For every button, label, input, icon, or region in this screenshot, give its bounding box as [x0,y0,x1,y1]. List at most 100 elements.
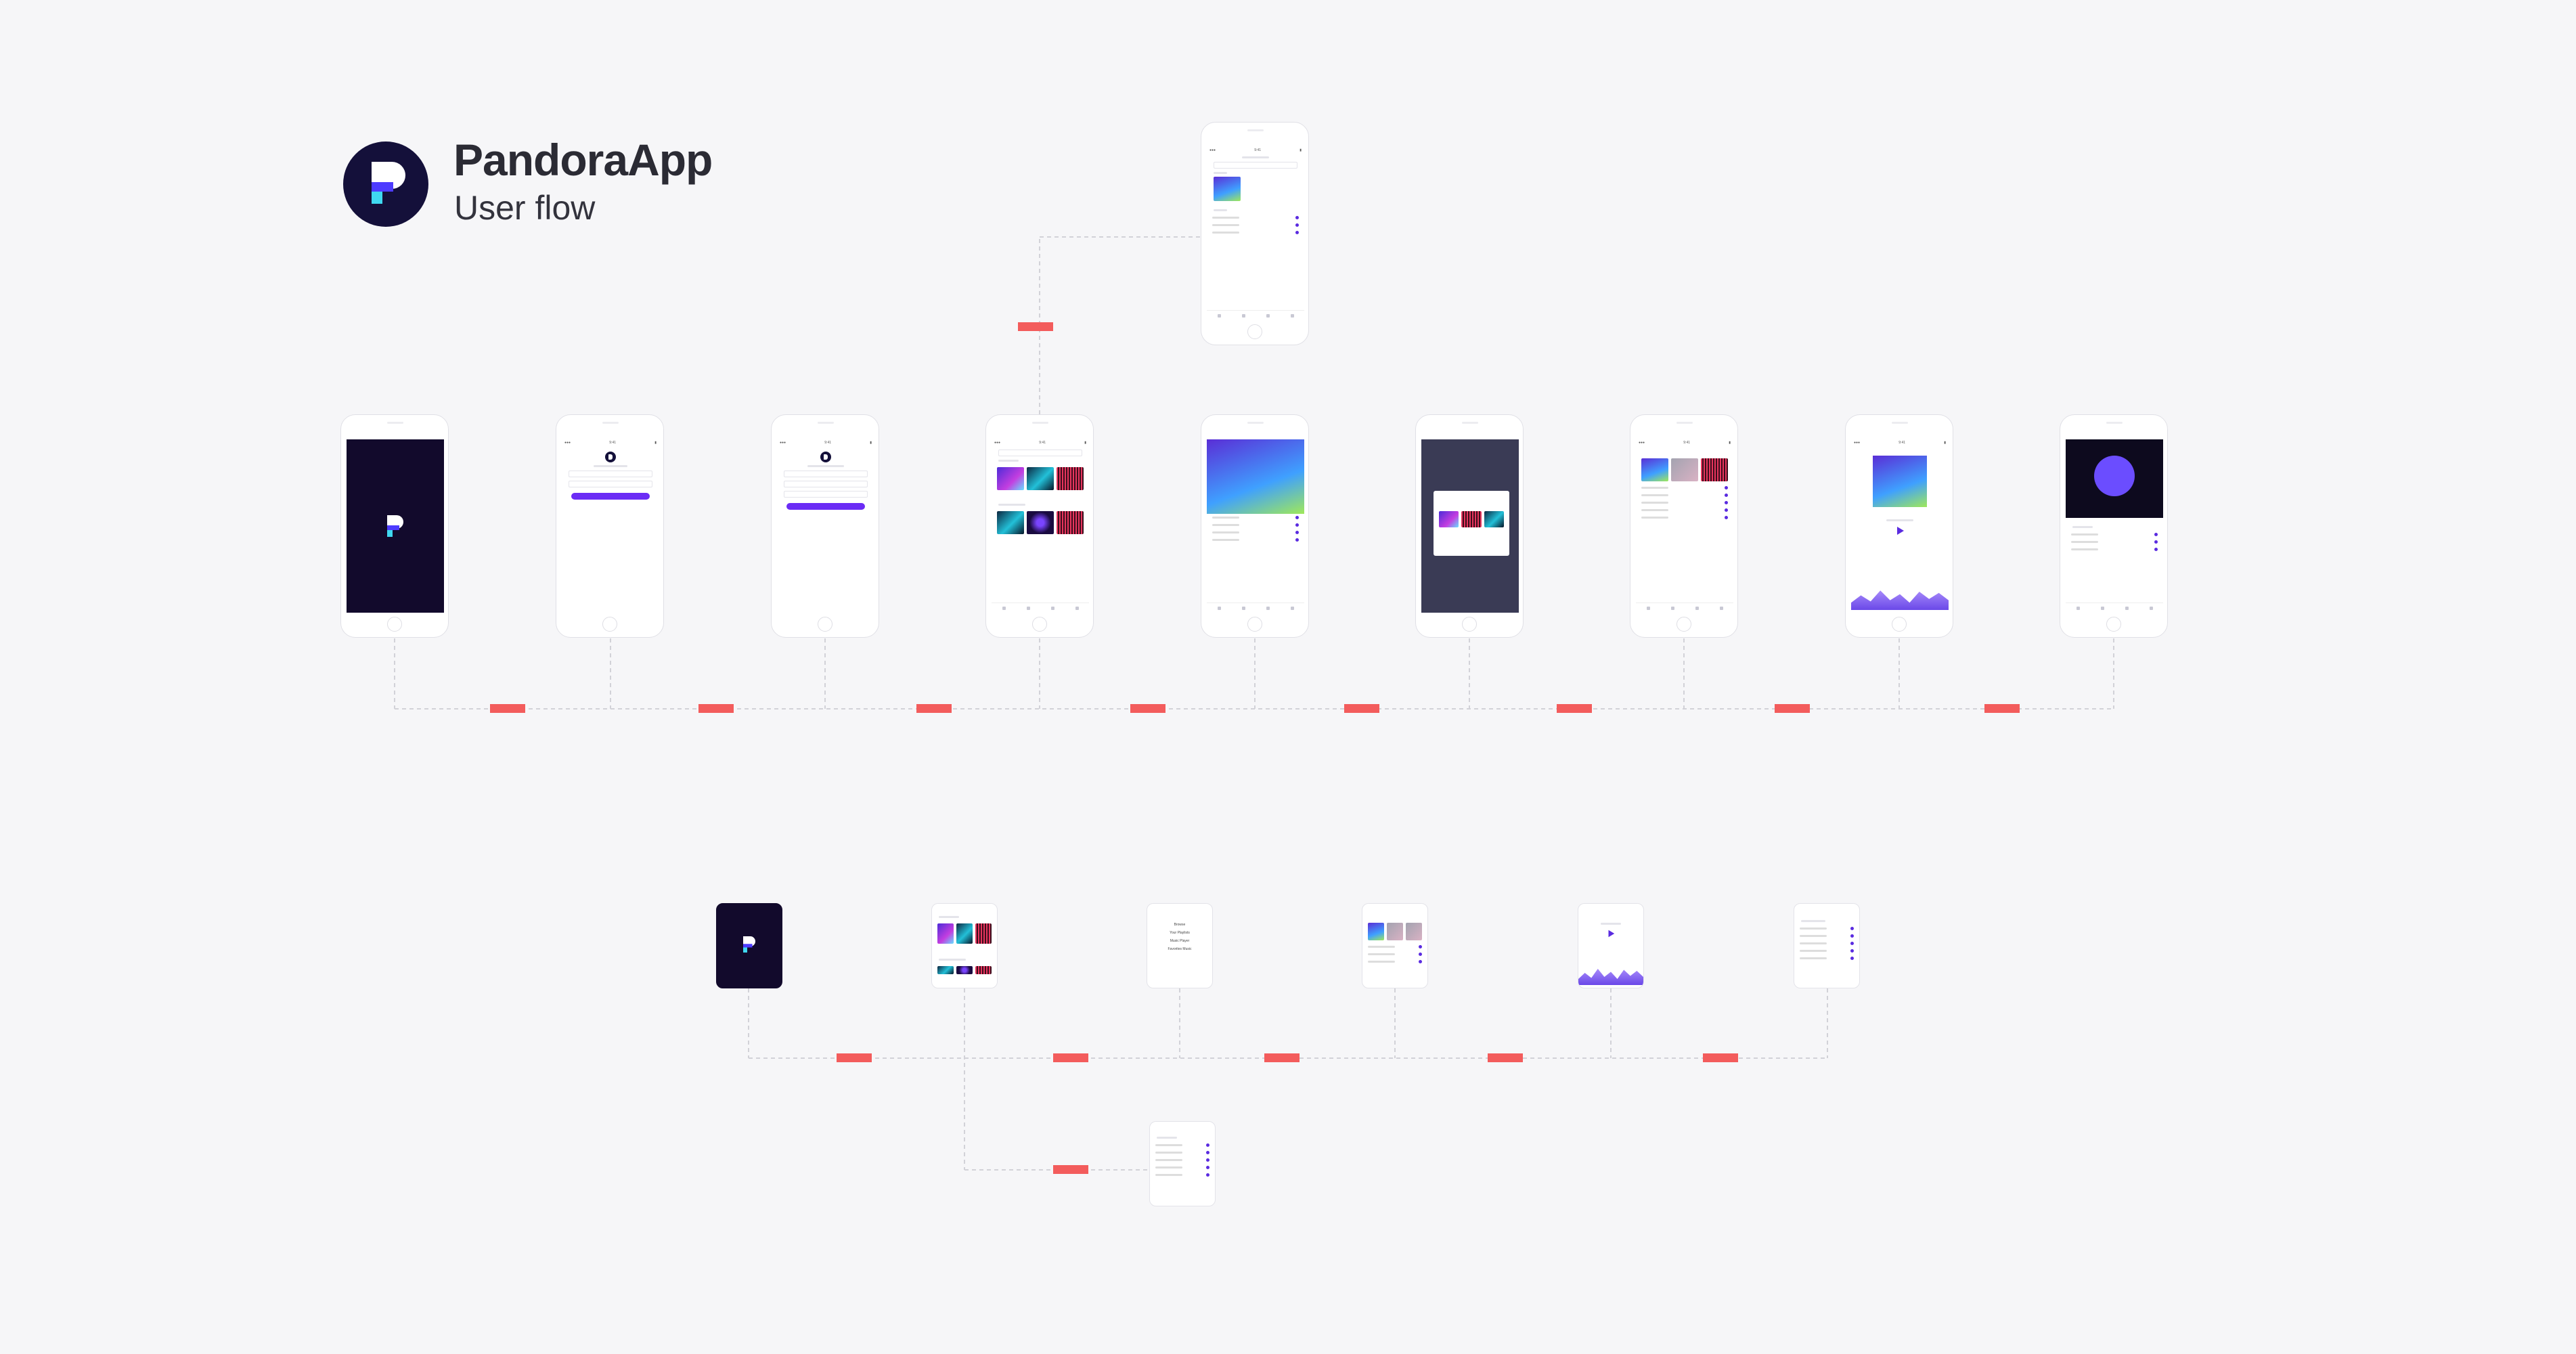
signup-screen: ●●●9:41▮ [777,439,874,613]
flow-label [1703,1053,1738,1062]
track-row[interactable] [1207,221,1304,229]
track-row[interactable] [1636,514,1733,521]
watch-menu: Browse Your Playlists Music Player Favor… [1147,903,1213,988]
signup-button[interactable] [786,503,865,510]
lounge-tiles[interactable] [992,464,1089,493]
track-row[interactable] [1794,940,1859,947]
logo-icon [820,452,831,462]
phone-speaker [1247,129,1264,131]
track-row[interactable] [1207,521,1304,529]
menu-item-favorites[interactable]: Favorites Music [1168,947,1192,951]
track-row[interactable] [1636,506,1733,514]
phone-now-playing: ●●●9:41▮ [1845,414,1953,638]
lounge-heading [939,916,959,918]
name-field[interactable] [784,471,868,477]
phone-speaker [1462,422,1478,424]
home-button [1462,617,1477,632]
add-to-playlist-screen [1421,439,1519,613]
search-screen: ●●●9:41▮ [1207,147,1304,320]
track-row[interactable] [1207,529,1304,536]
phone-speaker [602,422,619,424]
menu-item-player[interactable]: Music Player [1170,939,1190,943]
waveform [1578,969,1643,985]
profile-screen [2066,439,2163,613]
play-icon[interactable] [1606,929,1616,938]
independent-heading [939,959,966,961]
track-row[interactable] [1636,492,1733,499]
phone-speaker [1032,422,1048,424]
flow-subtitle: User flow [454,189,596,227]
phone-playlist: ●●●9:41▮ [1630,414,1738,638]
flow-label [1344,704,1379,713]
home-button [1892,617,1907,632]
flow-label [1053,1165,1088,1174]
email-field[interactable] [569,471,652,477]
watch-genre-list [1149,1121,1216,1206]
independent-tiles[interactable] [932,963,997,977]
search-input[interactable] [998,450,1082,456]
track-row[interactable] [1362,958,1427,965]
track-row[interactable] [1150,1149,1215,1156]
playlist-tiles[interactable] [1636,456,1733,484]
track-row[interactable] [1207,214,1304,221]
independent-tiles[interactable] [992,508,1089,537]
track-row[interactable] [1150,1156,1215,1164]
track-row[interactable] [1794,932,1859,940]
playlist-tiles[interactable] [1362,920,1427,943]
track-row[interactable] [1794,955,1859,962]
track-row[interactable] [1207,536,1304,544]
tab-bar[interactable] [2066,603,2163,613]
track-row[interactable] [1794,947,1859,955]
phone-search: ●●●9:41▮ [1201,122,1309,345]
track-row[interactable] [1794,925,1859,932]
phone-speaker [1247,422,1264,424]
flow-label [1557,704,1592,713]
password-field[interactable] [569,481,652,487]
search-title [1242,156,1269,158]
welcome-heading [594,465,627,467]
phone-login: ●●●9:41▮ [556,414,664,638]
track-row[interactable] [1636,484,1733,492]
tab-bar[interactable] [992,603,1089,613]
modal-tiles[interactable] [1434,508,1509,530]
album-art [1873,456,1927,507]
track-row[interactable] [1207,514,1304,521]
email-field[interactable] [784,481,868,487]
status-bar: ●●●9:41▮ [780,441,872,445]
phone-profile [2060,414,2168,638]
phone-speaker [387,422,403,424]
track-row[interactable] [1362,943,1427,951]
menu-item-playlists[interactable]: Your Playlists [1170,931,1190,935]
phone-splash [340,414,449,638]
flow-label [1488,1053,1523,1062]
browse-screen: ●●●9:41▮ [992,439,1089,613]
lounge-heading [998,460,1019,462]
genre-heading [1157,1137,1177,1139]
status-bar: ●●●9:41▮ [1639,441,1731,445]
lounge-tiles[interactable] [932,921,997,946]
track-row[interactable] [1636,499,1733,506]
avatar [2094,456,2135,496]
tab-bar[interactable] [1636,603,1733,613]
track-row[interactable] [1362,951,1427,958]
splash-screen [347,439,444,613]
artist-thumbnail[interactable] [1214,177,1241,201]
search-input[interactable] [1214,162,1297,169]
phone-add-to-playlist [1415,414,1524,638]
track-row[interactable] [1207,229,1304,236]
flow-label [1775,704,1810,713]
login-button[interactable] [571,493,650,500]
track-row[interactable] [2066,538,2163,546]
track-row[interactable] [1150,1164,1215,1171]
tab-bar[interactable] [1207,310,1304,320]
play-icon[interactable] [1894,525,1905,536]
watch-splash [716,903,782,988]
track-row[interactable] [2066,531,2163,538]
track-row[interactable] [2066,546,2163,553]
track-row[interactable] [1150,1171,1215,1179]
menu-item-browse[interactable]: Browse [1174,923,1186,927]
phone-artist [1201,414,1309,638]
track-row[interactable] [1150,1141,1215,1149]
password-field[interactable] [784,491,868,498]
tab-bar[interactable] [1207,603,1304,613]
